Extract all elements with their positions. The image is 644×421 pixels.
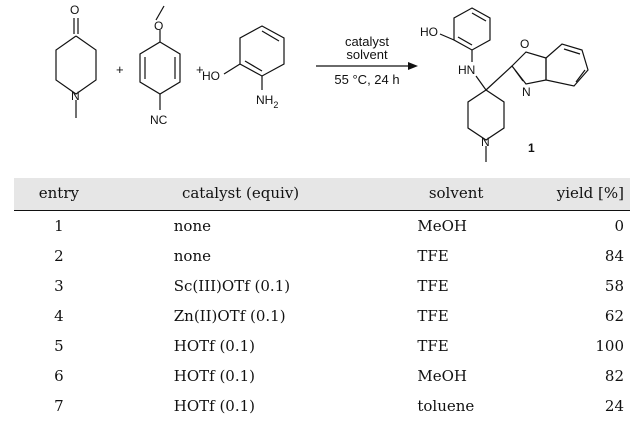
- header-entry: entry: [14, 178, 104, 211]
- cell-yield: 58: [535, 271, 630, 301]
- reaction-scheme: O N + O NC + HO NH2 catalyst solvent 55 …: [0, 0, 644, 172]
- cell-entry: 3: [14, 271, 104, 301]
- header-catalyst: catalyst (equiv): [104, 178, 378, 211]
- aminophenol-structure: HO NH2: [202, 26, 284, 110]
- atom-hn: HN: [458, 63, 475, 77]
- cell-entry: 4: [14, 301, 104, 331]
- table-row: 7 HOTf (0.1) toluene 24: [14, 391, 630, 421]
- cell-solvent: toluene: [377, 391, 534, 421]
- atom-ho: HO: [202, 69, 220, 83]
- cell-yield: 82: [535, 361, 630, 391]
- cell-catalyst: none: [104, 211, 378, 242]
- header-yield: yield [%]: [535, 178, 630, 211]
- cell-solvent: TFE: [377, 271, 534, 301]
- cell-catalyst: HOTf (0.1): [104, 331, 378, 361]
- table-row: 5 HOTf (0.1) TFE 100: [14, 331, 630, 361]
- table-row: 1 none MeOH 0: [14, 211, 630, 242]
- cell-catalyst: HOTf (0.1): [104, 361, 378, 391]
- cell-catalyst: HOTf (0.1): [104, 391, 378, 421]
- cell-yield: 24: [535, 391, 630, 421]
- header-solvent: solvent: [377, 178, 534, 211]
- table-row: 2 none TFE 84: [14, 241, 630, 271]
- atom-ho-product: HO: [420, 25, 438, 39]
- cell-catalyst: Sc(III)OTf (0.1): [104, 271, 378, 301]
- atom-o: O: [70, 3, 79, 17]
- cell-yield: 62: [535, 301, 630, 331]
- cell-yield: 84: [535, 241, 630, 271]
- table-header: entry catalyst (equiv) solvent yield [%]: [14, 178, 630, 211]
- table-row: 6 HOTf (0.1) MeOH 82: [14, 361, 630, 391]
- cell-entry: 6: [14, 361, 104, 391]
- cell-entry: 5: [14, 331, 104, 361]
- cell-catalyst: Zn(II)OTf (0.1): [104, 301, 378, 331]
- atom-n-product: N: [481, 135, 490, 149]
- atom-n: N: [71, 89, 80, 103]
- isocyanide-structure: O NC: [140, 6, 180, 127]
- plus-sign-1: +: [116, 62, 124, 77]
- condition-solvent: solvent: [346, 47, 388, 62]
- cell-solvent: TFE: [377, 331, 534, 361]
- cell-solvent: MeOH: [377, 211, 534, 242]
- atom-nc: NC: [150, 113, 168, 127]
- table-row: 3 Sc(III)OTf (0.1) TFE 58: [14, 271, 630, 301]
- cell-yield: 100: [535, 331, 630, 361]
- atom-n-oxazole: N: [522, 85, 531, 99]
- results-table: entry catalyst (equiv) solvent yield [%]…: [14, 178, 630, 421]
- product-structure: HO HN N O N 1: [420, 8, 588, 162]
- cell-solvent: TFE: [377, 241, 534, 271]
- cell-entry: 2: [14, 241, 104, 271]
- condition-temperature: 55 °C, 24 h: [334, 72, 399, 87]
- cell-solvent: TFE: [377, 301, 534, 331]
- cell-solvent: MeOH: [377, 361, 534, 391]
- cell-yield: 0: [535, 211, 630, 242]
- atom-nh2: NH2: [256, 93, 278, 110]
- table-row: 4 Zn(II)OTf (0.1) TFE 62: [14, 301, 630, 331]
- table-body: 1 none MeOH 0 2 none TFE 84 3 Sc(III)OTf…: [14, 211, 630, 421]
- reaction-arrow: catalyst solvent 55 °C, 24 h: [316, 34, 418, 87]
- cell-entry: 1: [14, 211, 104, 242]
- atom-o-oxazole: O: [520, 37, 529, 51]
- cell-entry: 7: [14, 391, 104, 421]
- product-label: 1: [528, 141, 535, 155]
- piperidone-structure: O N: [56, 3, 96, 118]
- cell-catalyst: none: [104, 241, 378, 271]
- atom-o-methoxy: O: [154, 19, 163, 33]
